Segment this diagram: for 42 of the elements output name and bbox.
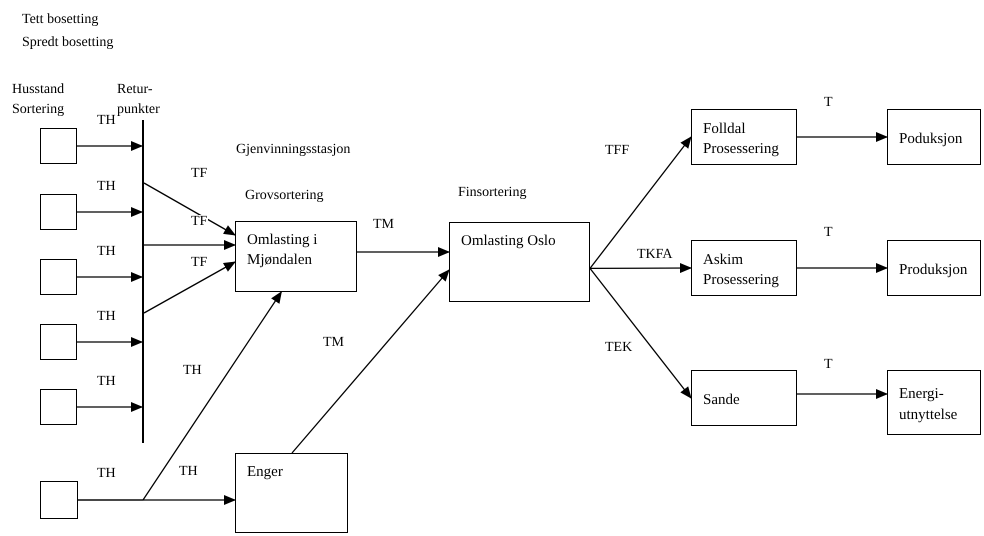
household-box [40,259,77,295]
process-box [449,222,590,302]
arrow [589,268,692,399]
arrow [77,207,143,217]
box-text: Sande [703,390,741,410]
household-box [40,389,77,425]
household-box [40,128,77,164]
process-box [235,453,348,533]
arrow [78,495,236,505]
arrow [590,263,692,274]
process-box [691,240,797,296]
box-text: Enger [247,463,284,482]
arrow [77,141,143,151]
process-box [887,109,981,165]
process-box [691,370,797,426]
household-box [40,194,77,230]
arrow [357,247,450,257]
arrow [292,269,450,454]
process-box [235,221,357,292]
box-text: Askim Prosessering [703,250,780,290]
arrow [797,389,888,399]
box-text: Omlasting Oslo [461,232,557,251]
arrow [144,182,236,236]
box-text: Produksjon [899,260,968,280]
collection-line [142,120,144,443]
arrow [77,337,143,347]
box-text: Omlasting i Mjøndalen [247,231,318,270]
process-box [887,370,981,435]
arrow [144,240,236,250]
arrow [77,272,143,282]
box-text: Folldal Prosessering [703,120,780,159]
arrow [144,261,236,314]
process-box [691,109,797,165]
box-text: Energi- utnyttelse [899,385,958,424]
box-text: Poduksjon [899,130,964,149]
household-box [40,481,78,519]
arrow [797,132,888,142]
arrow [77,402,143,412]
process-box [887,240,981,296]
household-box [40,324,77,360]
arrow [589,136,692,269]
arrow [797,263,888,273]
